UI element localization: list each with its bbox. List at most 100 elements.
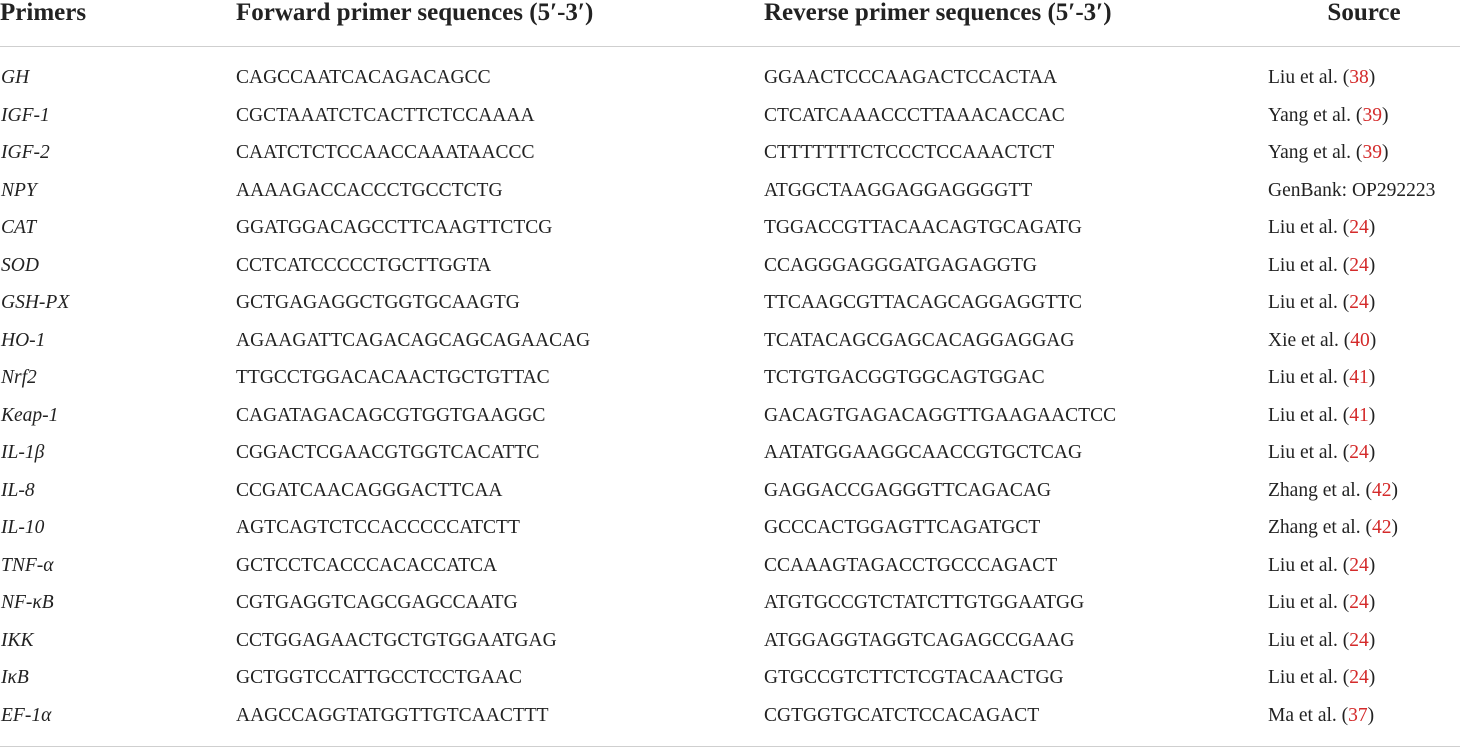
source-cell: Liu et al. (24)	[1268, 434, 1460, 472]
primer-name: NPY	[1, 179, 37, 201]
reference-link[interactable]: 39	[1362, 142, 1382, 163]
reference-link[interactable]: 24	[1349, 442, 1369, 463]
source-close-paren: )	[1381, 142, 1389, 163]
source-cell: Xie et al. (40)	[1268, 322, 1460, 360]
source-text: Liu et al. (	[1268, 217, 1350, 238]
forward-sequence: GCTCCTCACCCACACCATCA	[236, 554, 498, 576]
reference-link[interactable]: 24	[1349, 292, 1369, 313]
primer-name: HO-1	[1, 329, 46, 351]
reference-link[interactable]: 42	[1371, 517, 1392, 538]
reverse-sequence: TCTGTGACGGTGGCAGTGGAC	[764, 367, 1045, 388]
reverse-sequence: GCCCACTGGAGTTCAGATGCT	[764, 517, 1041, 538]
header-forward: Forward primer sequences (5′-3′)	[236, 0, 764, 47]
source-text: Liu et al. (	[1268, 442, 1350, 463]
primer-name: IKK	[1, 629, 34, 651]
source-close-paren: )	[1368, 67, 1376, 88]
forward-sequence: AAGCCAGGTATGGTTGTCAACTTT	[236, 704, 549, 726]
primer-name: Keap-1	[1, 404, 59, 426]
source-text: Yang et al. (	[1268, 104, 1363, 126]
forward-sequence: AAAAGACCACCCTGCCTCTG	[236, 179, 503, 201]
forward-sequence: CGCTAAATCTCACTTCTCCAAAA	[236, 104, 535, 126]
reference-link[interactable]: 41	[1349, 367, 1369, 388]
source-text: Liu et al. (	[1268, 554, 1350, 576]
source-text: Zhang et al. (	[1268, 479, 1372, 501]
reference-link[interactable]: 37	[1348, 704, 1368, 726]
primer-name: EF-1α	[1, 704, 52, 726]
forward-sequence: CGGACTCGAACGTGGTCACATTC	[236, 442, 540, 463]
primer-name: IL-10	[1, 517, 45, 538]
forward-sequence: CAATCTCTCCAACCAAATAACCC	[236, 142, 535, 163]
reference-link[interactable]: 39	[1362, 104, 1382, 126]
reverse-sequence: TCATACAGCGAGCACAGGAGGAG	[764, 329, 1075, 351]
reference-link[interactable]: 24	[1349, 217, 1369, 238]
source-close-paren: )	[1367, 704, 1375, 726]
forward-sequence: CAGCCAATCACAGACAGCC	[236, 67, 491, 88]
forward-sequence: AGAAGATTCAGACAGCAGCAGAACAG	[236, 329, 591, 351]
table-row: Keap-1 CAGATAGACAGCGTGGTGAAGGC GACAGTGAGAC…	[0, 397, 1460, 435]
reference-link[interactable]: 40	[1350, 329, 1370, 351]
header-reverse: Reverse primer sequences (5′-3′)	[764, 0, 1268, 47]
source-close-paren: )	[1368, 442, 1376, 463]
reference-link[interactable]: 24	[1349, 592, 1369, 613]
source-cell: Zhang et al. (42)	[1268, 509, 1460, 547]
source-cell: Liu et al. (24)	[1268, 584, 1460, 622]
source-cell: Zhang et al. (42)	[1268, 472, 1460, 510]
forward-sequence: CCTGGAGAACTGCTGTGGAATGAG	[236, 629, 557, 651]
header-primers: Primers	[0, 0, 236, 47]
reverse-sequence: CCAAAGTAGACCTGCCCAGACT	[764, 554, 1058, 576]
table-row: NPY AAAAGACCACCCTGCCTCTG ATGGCTAAGGAGGAGGG…	[0, 172, 1460, 210]
source-text: Liu et al. (	[1268, 67, 1350, 88]
source-cell: Liu et al. (24)	[1268, 659, 1460, 697]
forward-sequence: AGTCAGTCTCCACCCCCATCTT	[236, 517, 520, 538]
primer-name: GH	[1, 67, 30, 88]
primer-name: IκB	[1, 667, 29, 688]
reference-link[interactable]: 24	[1349, 667, 1369, 688]
source-text: Liu et al. (	[1268, 629, 1350, 651]
reference-link[interactable]: 38	[1349, 67, 1369, 88]
source-close-paren: )	[1368, 629, 1376, 651]
source-text: Liu et al. (	[1268, 254, 1350, 276]
reverse-sequence: ATGGAGGTAGGTCAGAGCCGAAG	[764, 629, 1075, 651]
forward-sequence: GCTGGTCCATTGCCTCCTGAAC	[236, 667, 523, 688]
reverse-sequence: AATATGGAAGGCAACCGTGCTCAG	[764, 442, 1083, 463]
reference-link[interactable]: 24	[1349, 629, 1369, 651]
source-text: Liu et al. (	[1268, 367, 1350, 388]
source-text: Ma et al. (	[1268, 704, 1349, 726]
source-text: Liu et al. (	[1268, 592, 1350, 613]
table-header-row: Primers Forward primer sequences (5′-3′)…	[0, 0, 1460, 47]
source-text: Liu et al. (	[1268, 404, 1350, 426]
primer-name: IGF-2	[1, 142, 50, 163]
table-row: IL-10 AGTCAGTCTCCACCCCCATCTT GCCCACTGGAGTT…	[0, 509, 1460, 547]
primer-name: CAT	[1, 217, 37, 238]
source-close-paren: )	[1369, 329, 1377, 351]
source-close-paren: )	[1391, 479, 1398, 501]
reverse-sequence: GTGCCGTCTTCTCGTACAACTGG	[764, 667, 1064, 688]
forward-sequence: CCTCATCCCCCTGCTTGGTA	[236, 254, 492, 276]
reference-link[interactable]: 24	[1349, 254, 1369, 276]
reference-link[interactable]: 42	[1371, 479, 1392, 501]
source-cell: Liu et al. (24)	[1268, 284, 1460, 322]
reverse-sequence: CCAGGGAGGGATGAGAGGTG	[764, 254, 1037, 276]
primer-name: IL-1β	[1, 442, 45, 463]
reverse-sequence: ATGGCTAAGGAGGAGGGGTT	[764, 179, 1033, 201]
source-text: GenBank: OP292223	[1268, 179, 1436, 201]
forward-sequence: CAGATAGACAGCGTGGTGAAGGC	[236, 404, 546, 426]
source-cell: Liu et al. (24)	[1268, 547, 1460, 585]
source-close-paren: )	[1368, 554, 1376, 576]
reference-link[interactable]: 41	[1349, 404, 1369, 426]
table-row: IκB GCTGGTCCATTGCCTCCTGAAC GTGCCGTCTTCTCGT…	[0, 659, 1460, 697]
reference-link[interactable]: 24	[1349, 554, 1369, 576]
primer-name: IGF-1	[1, 104, 50, 126]
reverse-sequence: GACAGTGAGACAGGTTGAAGAACTCC	[764, 404, 1117, 426]
source-cell: Ma et al. (37)	[1268, 697, 1460, 735]
source-cell: Yang et al. (39)	[1268, 134, 1460, 172]
table-bottom-rule	[0, 746, 1460, 747]
